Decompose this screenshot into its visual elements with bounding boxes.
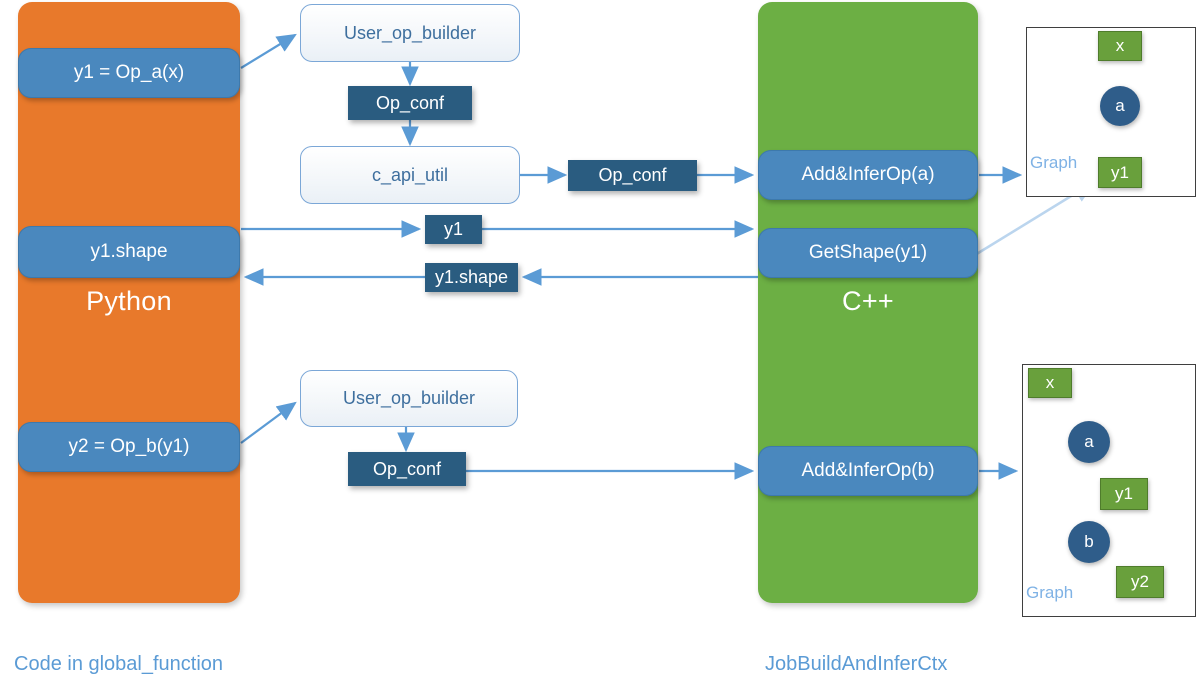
cpp-call-add-infer-op-b[interactable]: Add&InferOp(b) [758,446,978,496]
chip-op-conf-2[interactable]: Op_conf [568,160,697,191]
edge-opa-to-builder [240,33,297,69]
python-call-y1-shape[interactable]: y1.shape [18,226,240,278]
chip-op-conf-1[interactable]: Op_conf [348,86,472,120]
cpp-call-get-shape[interactable]: GetShape(y1) [758,228,978,278]
python-call-op-b[interactable]: y2 = Op_b(y1) [18,422,240,472]
graph-1-node-y1: y1 [1098,157,1142,188]
python-panel [18,2,240,603]
chip-y1-shape[interactable]: y1.shape [425,263,518,292]
cpp-panel [758,2,978,603]
graph-1-label: Graph [1030,153,1078,172]
graph-1-node-x: x [1098,31,1142,61]
graph-2-node-b: b [1068,521,1110,563]
card-c-api-util[interactable]: c_api_util [300,146,520,204]
graph-2-node-y1: y1 [1100,478,1148,510]
python-call-op-a[interactable]: y1 = Op_a(x) [18,48,240,98]
graph-2-node-x: x [1028,368,1072,398]
chip-op-conf-3[interactable]: Op_conf [348,452,466,486]
footnote-right: JobBuildAndInferCtx [765,653,948,675]
card-user-op-builder-1[interactable]: User_op_builder [300,4,520,62]
python-panel-caption: Python [86,286,172,316]
footnote-left: Code in global_function [14,653,224,675]
graph-2-node-a: a [1068,421,1110,463]
cpp-panel-caption: C++ [842,286,894,316]
cpp-call-add-infer-op-a[interactable]: Add&InferOp(a) [758,150,978,200]
graph-2-label: Graph [1026,583,1074,602]
edge-opb-to-builder2 [240,401,297,444]
chip-y1[interactable]: y1 [425,215,482,244]
card-user-op-builder-2[interactable]: User_op_builder [300,370,518,427]
graph-1-node-a: a [1100,86,1140,126]
graph-2-node-y2: y2 [1116,566,1164,598]
